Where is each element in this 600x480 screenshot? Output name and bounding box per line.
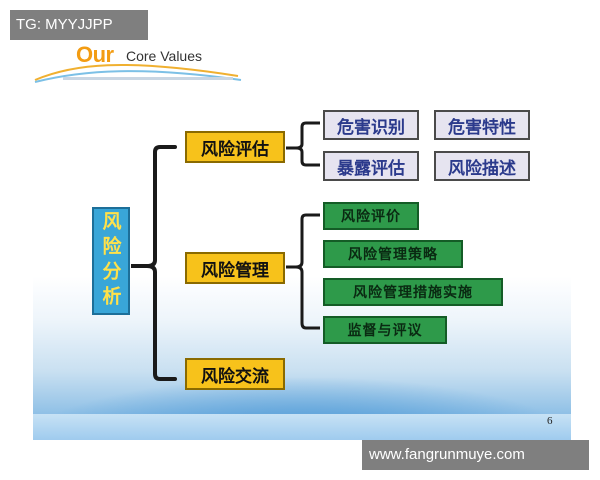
root-node: 风险分析 [92,207,130,315]
leaf-label: 暴露评估 [337,158,405,179]
root-label: 风险分析 [99,211,122,311]
branch2-bracket [294,213,320,330]
logo-swoosh-icon [34,64,242,83]
background-wave-bottom [33,414,571,440]
leaf-node: 风险评价 [323,202,419,230]
branch1-bracket [294,121,320,167]
branch-label: 风险评估 [201,139,269,160]
leaf-node: 暴露评估 [323,151,419,181]
page-number: 6 [547,415,553,427]
branch-node-3: 风险交流 [185,358,285,390]
watermark-top-left: TG: MYYJJPP [10,10,148,40]
branch-label: 风险管理 [201,260,269,281]
leaf-node: 风险管理策略 [323,240,463,268]
leaf-label: 风险评价 [341,209,401,225]
logo-core-values-text: Core Values [126,48,203,64]
leaf-label: 危害识别 [337,117,405,138]
leaf-node: 风险管理措施实施 [323,278,503,306]
leaf-label: 风险描述 [448,158,516,179]
leaf-node: 监督与评议 [323,316,447,344]
root-bracket [145,145,177,381]
watermark-bottom-right: www.fangrunmuye.com [362,440,589,470]
leaf-node: 危害特性 [434,110,530,140]
leaf-label: 风险管理策略 [348,247,438,263]
leaf-node: 风险描述 [434,151,530,181]
leaf-node: 危害识别 [323,110,419,140]
branch-node-2: 风险管理 [185,252,285,284]
leaf-label: 风险管理措施实施 [353,285,473,301]
branch-node-1: 风险评估 [185,131,285,163]
leaf-label: 监督与评议 [347,323,423,339]
leaf-label: 危害特性 [448,117,516,138]
branch-label: 风险交流 [201,366,269,387]
core-values-logo: Our Core Values [33,42,248,90]
logo-our-text: Our [76,42,114,67]
